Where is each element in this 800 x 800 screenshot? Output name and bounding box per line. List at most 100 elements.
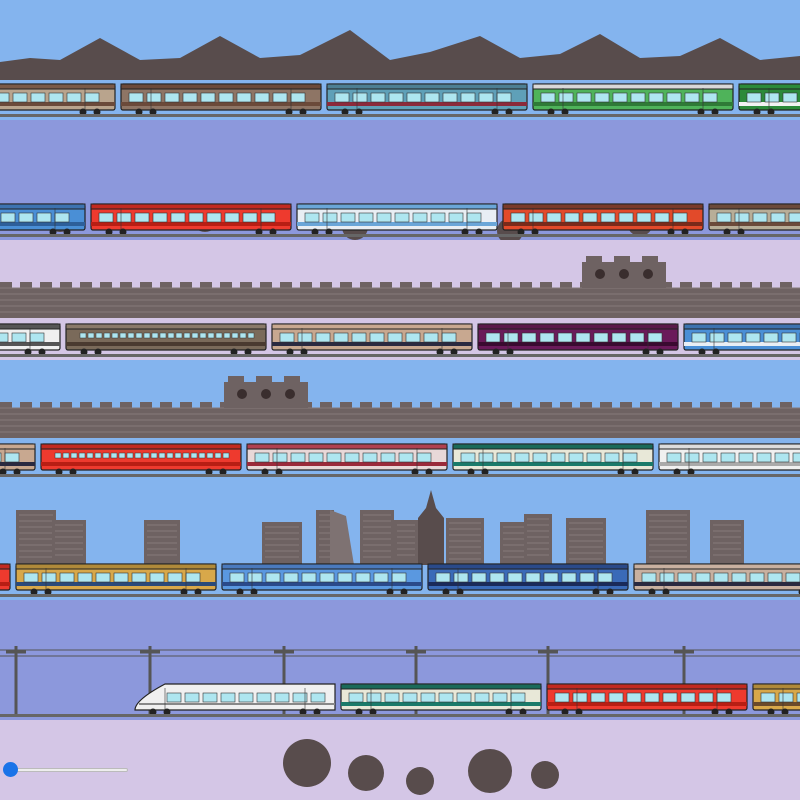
tower-window — [643, 269, 653, 279]
crenellation — [560, 402, 572, 408]
car-window — [128, 92, 144, 103]
car-window — [521, 332, 537, 343]
crenellation — [520, 402, 532, 408]
train-car — [683, 323, 800, 356]
car-window — [546, 212, 562, 223]
car-window — [113, 572, 129, 583]
train-car — [658, 443, 800, 476]
car-window — [183, 332, 191, 339]
car-window — [405, 332, 421, 343]
car-window — [593, 332, 609, 343]
car-window — [297, 332, 313, 343]
car-roof — [532, 83, 734, 90]
crenellation — [460, 282, 472, 288]
car-stripe — [503, 222, 703, 226]
car-stripe — [453, 462, 653, 466]
car-window — [102, 452, 110, 459]
crenellation — [200, 402, 212, 408]
crenellation — [80, 282, 92, 288]
speed-slider[interactable] — [0, 760, 140, 780]
track-row — [0, 720, 800, 800]
car-window — [326, 452, 342, 463]
car-window — [659, 572, 675, 583]
car-window — [654, 212, 670, 223]
car-window — [604, 452, 620, 463]
car-window — [54, 212, 70, 223]
car-window — [118, 452, 126, 459]
track-row — [0, 0, 800, 120]
car-window — [600, 212, 616, 223]
car-stripe — [272, 342, 472, 346]
train-car — [0, 203, 86, 236]
car-window — [272, 452, 288, 463]
car-wheel — [411, 468, 419, 476]
car-window — [412, 212, 428, 223]
car-window — [337, 572, 353, 583]
car-window — [770, 212, 786, 223]
car-roof — [271, 323, 473, 330]
car-window — [12, 92, 28, 103]
car-stripe — [753, 702, 800, 706]
crenellation — [720, 282, 732, 288]
car-window — [174, 452, 182, 459]
car-window — [170, 212, 186, 223]
car-window — [167, 572, 183, 583]
crenellation — [80, 402, 92, 408]
car-wheel — [505, 108, 513, 116]
speed-slider-track[interactable] — [10, 768, 128, 772]
car-window — [448, 212, 464, 223]
car-window — [720, 452, 736, 463]
car-window — [489, 572, 505, 583]
car-window — [206, 452, 214, 459]
car-stripe — [739, 102, 800, 106]
car-window — [151, 332, 159, 339]
crenellation — [284, 376, 300, 382]
car-window — [579, 572, 595, 583]
car-wheel — [135, 108, 143, 116]
car-wheel — [712, 348, 720, 356]
tower-window — [237, 389, 247, 399]
car-window — [352, 92, 368, 103]
crenellation — [256, 376, 272, 382]
car-window — [672, 212, 688, 223]
car-roof — [0, 563, 11, 570]
car-roof — [340, 683, 542, 690]
car-window — [629, 332, 645, 343]
car-window — [319, 572, 335, 583]
train-car — [90, 203, 292, 236]
car-window — [202, 692, 218, 703]
car-roof — [0, 203, 86, 210]
car-stripe — [16, 582, 216, 586]
car-window — [745, 332, 761, 343]
car-window — [370, 92, 386, 103]
car-roof — [738, 83, 800, 90]
car-window — [510, 692, 526, 703]
car-wheel — [481, 468, 489, 476]
car-wheel — [30, 588, 38, 596]
car-window — [110, 452, 118, 459]
car-window — [166, 452, 174, 459]
car-window — [641, 572, 657, 583]
crenellation — [420, 402, 432, 408]
car-wheel — [24, 348, 32, 356]
car-wheel — [781, 708, 789, 716]
train-car — [708, 203, 800, 236]
car-wheel — [0, 468, 7, 476]
car-window — [474, 692, 490, 703]
car-wheel — [250, 588, 258, 596]
speed-slider-thumb[interactable] — [3, 762, 18, 777]
car-window — [543, 572, 559, 583]
car-wheel — [491, 108, 499, 116]
car-wheel — [261, 468, 269, 476]
car-window — [453, 572, 469, 583]
car-window — [0, 212, 16, 223]
car-window — [586, 452, 602, 463]
rail — [0, 714, 800, 717]
great-wall — [0, 288, 800, 318]
crenellation — [100, 402, 112, 408]
car-window — [143, 332, 151, 339]
car-window — [702, 452, 718, 463]
crenellation — [60, 282, 72, 288]
car-window — [292, 692, 308, 703]
car-window — [70, 452, 78, 459]
